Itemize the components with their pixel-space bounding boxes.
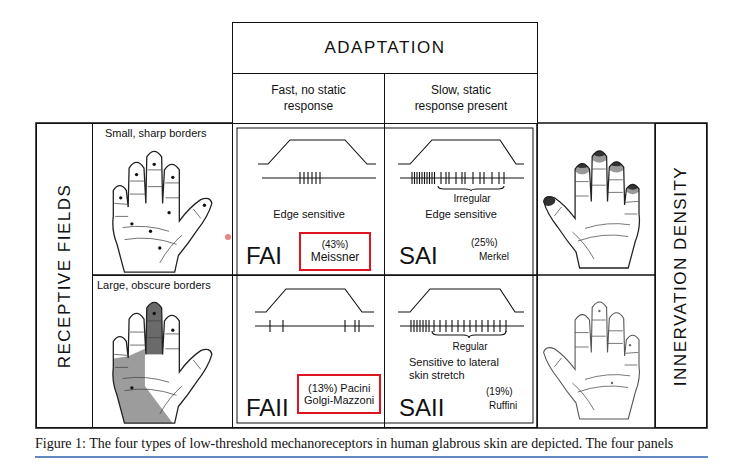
column-header-box: Fast, no static response — [232, 73, 385, 124]
spike-train — [262, 172, 376, 184]
receptor-type: FAI — [246, 244, 282, 268]
hand-density-high — [541, 146, 641, 268]
row-label: Large, obscure borders — [97, 279, 211, 292]
hand-density-low — [544, 302, 640, 419]
header-text: ADAPTATION — [324, 38, 445, 58]
bracket — [432, 331, 506, 338]
caption-rule — [35, 456, 708, 458]
hand-small-fields — [113, 151, 212, 272]
receptor-panel: RegularSensitive to lateral skin stretch… — [384, 275, 538, 428]
spike-train — [400, 320, 524, 332]
stimulus-trace — [398, 140, 524, 164]
column-heading: Slow, static response present — [409, 83, 513, 114]
property-text: Edge sensitive — [273, 208, 345, 221]
receptor-panel: Edge sensitiveFAI (43%)Meissner — [232, 123, 385, 276]
axis-label-box: INNERVATION DENSITY — [655, 123, 707, 428]
property-text: Edge sensitive — [425, 208, 497, 221]
percentage: (25%) — [471, 237, 498, 249]
highlight-box: (13%) PaciniGolgi-Mazzoni — [297, 374, 381, 414]
receptor-type: SAII — [399, 396, 444, 420]
spike-train — [255, 320, 374, 332]
response-traces — [255, 140, 524, 338]
bracket — [438, 186, 504, 191]
header-box: ADAPTATION — [232, 22, 538, 74]
hand-large-fields — [104, 293, 212, 423]
receptor-name: Golgi-Mazzoni — [304, 394, 374, 406]
row-label: Small, sharp borders — [105, 127, 207, 140]
column-header-box: Slow, static response present — [384, 73, 538, 124]
table-frame — [36, 123, 707, 428]
receptor-type: SAI — [399, 244, 438, 268]
stimulus-trace — [255, 289, 374, 312]
column-heading: Fast, no static response — [257, 83, 361, 114]
receptor-panel: FAII (13%) PaciniGolgi-Mazzoni — [232, 275, 385, 428]
receptor-panel: IrregularEdge sensitiveSAI (25%) Merkel — [384, 123, 538, 276]
receptive-field-cell: Large, obscure borders — [92, 275, 233, 428]
receptor-name: Ruffini — [489, 400, 517, 412]
property-text: Sensitive to lateral skin stretch — [409, 356, 513, 382]
receptive-field-cell: Small, sharp borders — [92, 123, 233, 276]
receptor-name: Meissner — [311, 250, 360, 264]
highlight-box: (43%)Meissner — [299, 232, 371, 271]
spike-train — [400, 172, 524, 184]
percentage: (43%) — [322, 239, 349, 250]
axis-label: INNERVATION DENSITY — [671, 165, 691, 385]
receptor-name: Merkel — [479, 251, 509, 263]
axis-label-box: RECEPTIVE FIELDS — [36, 123, 93, 428]
receptor-name: (13%) Pacini — [308, 382, 370, 394]
figure-caption: Figure 1: The four types of low-threshol… — [35, 436, 673, 452]
pointer-dot — [225, 234, 231, 240]
stimulus-trace — [258, 140, 376, 164]
stimulus-trace — [398, 289, 524, 312]
axis-label: RECEPTIVE FIELDS — [55, 183, 75, 368]
pattern-label: Irregular — [453, 193, 490, 205]
pattern-label: Regular — [452, 341, 487, 353]
percentage: (19%) — [486, 386, 513, 398]
receptor-type: FAII — [246, 396, 289, 420]
